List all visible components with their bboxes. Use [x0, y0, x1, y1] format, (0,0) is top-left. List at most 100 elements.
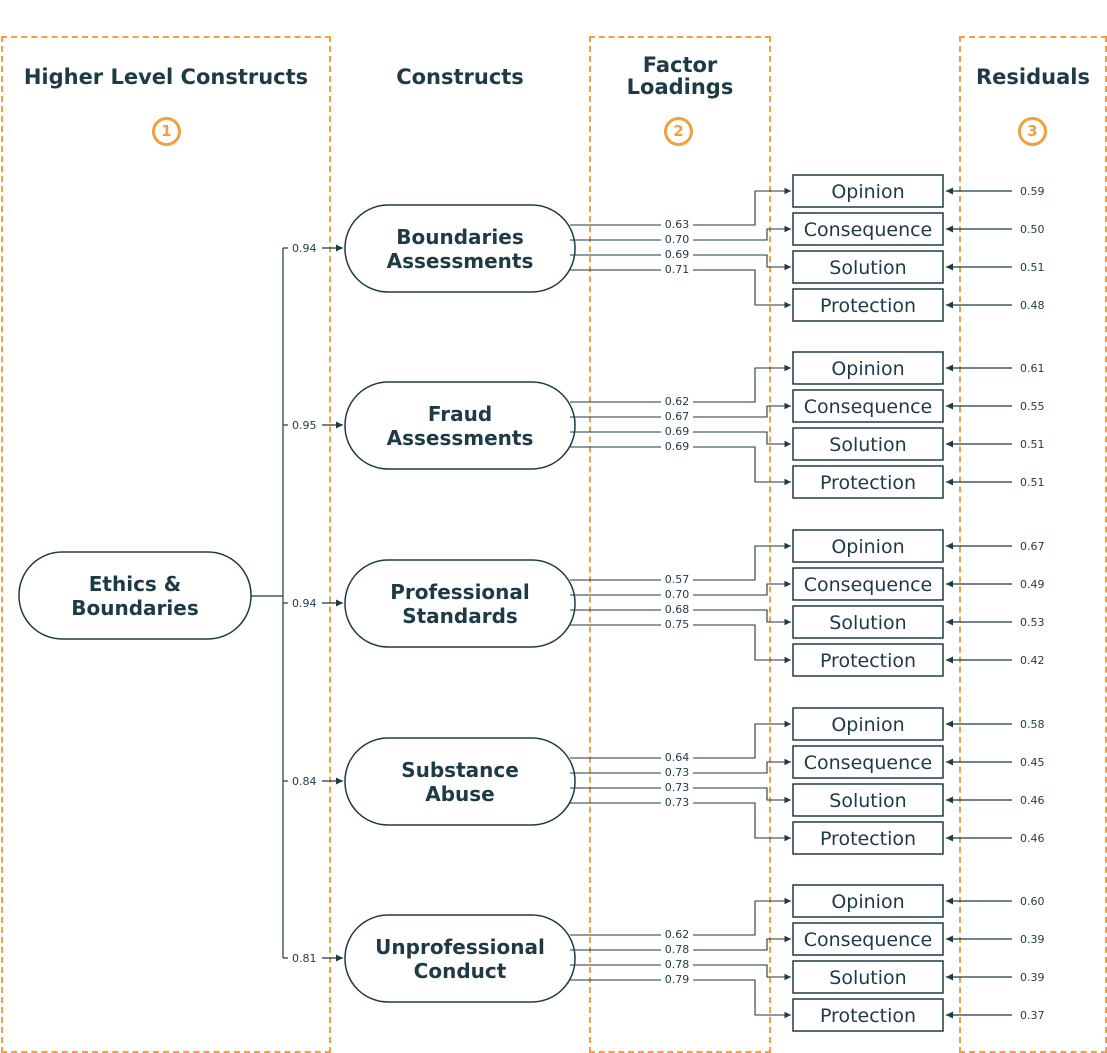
residual-label: 0.59: [1020, 185, 1045, 198]
residual-label: 0.58: [1020, 718, 1045, 731]
indicator-label: Protection: [820, 295, 916, 317]
indicator-box: [792, 465, 944, 499]
path-coefficient-label: 0.94: [292, 242, 317, 255]
path-coefficient-label: 0.84: [292, 775, 317, 788]
construct-label-line1: Unprofessional: [375, 935, 545, 959]
factor-loadings-title: Factor Loadings: [589, 54, 771, 98]
loading-label: 0.70: [665, 233, 690, 246]
indicator-box: [792, 427, 944, 461]
path-coefficient-label: 0.94: [292, 597, 317, 610]
loading-label-bg: [661, 248, 693, 260]
construct-label-line1: Boundaries: [396, 225, 523, 249]
loading-label: 0.70: [665, 588, 690, 601]
residual-label: 0.51: [1020, 261, 1045, 274]
loading-label-bg: [661, 943, 693, 955]
residual-label: 0.60: [1020, 895, 1045, 908]
indicator-label: Solution: [829, 257, 906, 279]
indicator-box: [792, 821, 944, 855]
indicator-label: Consequence: [804, 752, 933, 774]
loading-label: 0.69: [665, 248, 690, 261]
constructs-title: Constructs: [396, 65, 524, 89]
construct-shape: [344, 914, 576, 1003]
indicator-label: Protection: [820, 472, 916, 494]
residual-label: 0.45: [1020, 756, 1045, 769]
indicator-label: Protection: [820, 828, 916, 850]
indicator-label: Consequence: [804, 574, 933, 596]
loading-label-bg: [661, 573, 693, 585]
indicator-box: [792, 351, 944, 385]
construct-shape: [344, 381, 576, 470]
residual-label: 0.50: [1020, 223, 1045, 236]
loading-label-bg: [661, 796, 693, 808]
loading-label: 0.68: [665, 603, 690, 616]
indicator-label: Opinion: [831, 358, 904, 380]
loading-label-bg: [661, 588, 693, 600]
indicator-label: Consequence: [804, 929, 933, 951]
loading-label: 0.71: [665, 263, 690, 276]
indicator-box: [792, 250, 944, 284]
residual-label: 0.67: [1020, 540, 1045, 553]
construct-label-line2: Assessments: [387, 249, 534, 273]
indicator-box: [792, 998, 944, 1032]
construct-shape: [344, 737, 576, 826]
loading-label-bg: [661, 233, 693, 245]
indicator-box: [792, 288, 944, 322]
factor-loadings-title-line2: Loadings: [626, 75, 734, 99]
loading-label-bg: [661, 218, 693, 230]
indicator-label: Solution: [829, 967, 906, 989]
residual-label: 0.37: [1020, 1009, 1045, 1022]
higher-level-constructs-title: Higher Level Constructs: [23, 65, 309, 89]
indicator-label: Opinion: [831, 181, 904, 203]
residual-label: 0.53: [1020, 616, 1045, 629]
indicator-box: [792, 529, 944, 563]
construct-label-line1: Substance: [401, 758, 519, 782]
indicator-label: Consequence: [804, 396, 933, 418]
loading-label: 0.73: [665, 796, 690, 809]
residual-label: 0.46: [1020, 832, 1045, 845]
residuals-column: [959, 36, 1107, 1053]
residual-label: 0.49: [1020, 578, 1045, 591]
indicator-label: Solution: [829, 612, 906, 634]
residual-label: 0.55: [1020, 400, 1045, 413]
construct-label-line2: Assessments: [387, 426, 534, 450]
loading-label-bg: [661, 973, 693, 985]
loading-label: 0.62: [665, 928, 690, 941]
root-construct-label-line1: Ethics &: [89, 572, 181, 596]
loading-label-bg: [661, 410, 693, 422]
badge-3: 3: [1018, 117, 1047, 146]
loading-label: 0.75: [665, 618, 690, 631]
indicator-box: [792, 707, 944, 741]
construct-label-line1: Professional: [390, 580, 530, 604]
indicator-box: [792, 884, 944, 918]
indicator-label: Opinion: [831, 714, 904, 736]
loading-label-bg: [661, 766, 693, 778]
indicator-box: [792, 960, 944, 994]
indicator-box: [792, 567, 944, 601]
construct-shape: [344, 559, 576, 648]
construct-label-line2: Abuse: [425, 782, 495, 806]
construct-label-line1: Fraud: [428, 402, 492, 426]
loading-label-bg: [661, 603, 693, 615]
indicator-label: Protection: [820, 650, 916, 672]
indicator-box: [792, 212, 944, 246]
indicator-box: [792, 174, 944, 208]
loading-label: 0.73: [665, 781, 690, 794]
factor-loadings-title-line1: Factor: [642, 53, 718, 77]
loading-label-bg: [661, 751, 693, 763]
residual-label: 0.48: [1020, 299, 1045, 312]
badge-1: 1: [152, 117, 181, 146]
loading-label-bg: [661, 425, 693, 437]
residual-label: 0.39: [1020, 971, 1045, 984]
higher-level-constructs-column: [1, 36, 331, 1053]
loading-label-bg: [661, 958, 693, 970]
construct-label-line2: Conduct: [414, 959, 507, 983]
indicator-box: [792, 605, 944, 639]
construct-shape: [344, 204, 576, 293]
root-construct-label-line2: Boundaries: [71, 596, 198, 620]
loading-label: 0.79: [665, 973, 690, 986]
loading-label: 0.73: [665, 766, 690, 779]
indicator-label: Protection: [820, 1005, 916, 1027]
loading-label: 0.67: [665, 410, 690, 423]
residual-label: 0.51: [1020, 438, 1045, 451]
